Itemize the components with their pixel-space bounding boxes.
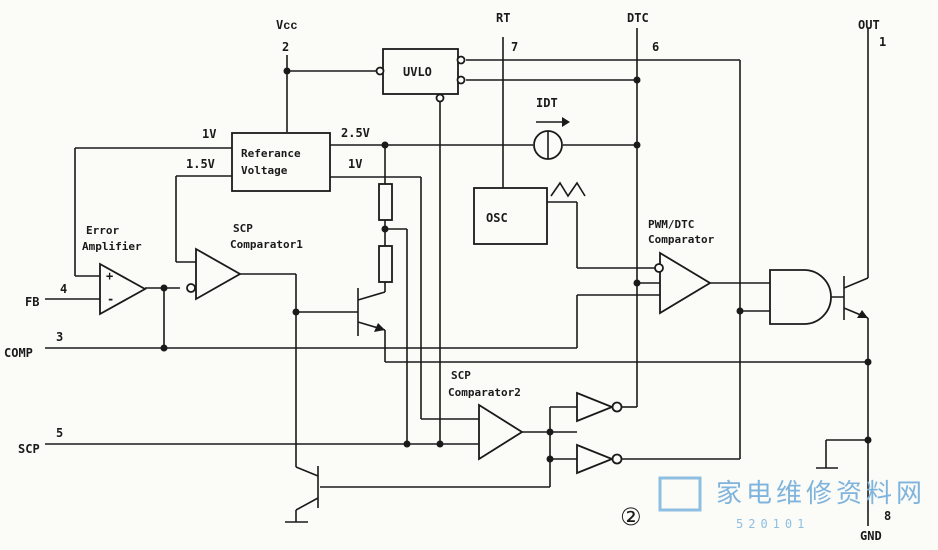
scp-comparator1-label-line2: Comparator1 [230, 238, 303, 251]
pin-scp-number: 5 [56, 426, 63, 440]
uvlo-output-bubble [456, 75, 466, 85]
uvlo-output-bubble [435, 93, 445, 103]
pin-dtc-name: DTC [627, 11, 649, 25]
opamp-minus-sign: - [107, 292, 114, 306]
pin-rt-name: RT [496, 11, 510, 25]
error-amp-label-line1: Error [86, 224, 119, 237]
scp-comparator2-label-line2: Comparator2 [448, 386, 521, 399]
osc-label: OSC [486, 211, 508, 225]
pin-vcc-name: Vᴄᴄ [276, 18, 298, 32]
opamp-plus-sign: + [106, 269, 113, 283]
pin-rt-number: 7 [511, 40, 518, 54]
figure-number: ② [620, 503, 642, 531]
reference-label-line1: Referance [241, 147, 301, 160]
pwm-comparator-label-line2: Comparator [648, 233, 715, 246]
voltage-1-5v: 1.5V [186, 157, 215, 171]
error-amplifier [99, 262, 147, 316]
resistor-upper [378, 183, 393, 221]
idt-label: IDT [536, 96, 558, 110]
scp-comparator1 [195, 247, 242, 301]
and-gate [769, 269, 832, 325]
resistor-lower [378, 245, 393, 283]
watermark: 家电维修资料网 520101 [658, 476, 926, 531]
pin-comp-number: 3 [56, 330, 63, 344]
watermark-logo-icon [658, 476, 702, 512]
pwm-invert-bubble [654, 263, 664, 273]
pin-fb-name: FB [25, 295, 39, 309]
triangle-wave-icon [550, 181, 586, 198]
wires [45, 28, 869, 526]
scp-comparator1-label-line1: SCP [233, 222, 253, 235]
reference-voltage-block [231, 132, 331, 192]
scp-comparator1-invert-bubble [186, 283, 196, 293]
pin-vcc-number: 2 [282, 40, 289, 54]
pin-scp-name: SCP [18, 442, 40, 456]
scp-comparator2 [478, 403, 524, 461]
pin-out-name: OUT [858, 18, 880, 32]
inverter-2 [576, 443, 615, 475]
inverter-1 [576, 391, 615, 423]
uvlo-output-bubble [456, 55, 466, 65]
pin-gnd-name: GND [860, 529, 882, 543]
scp-comparator2-label-line1: SCP [451, 369, 471, 382]
oscillator-block [473, 187, 548, 245]
watermark-text: 家电维修资料网 [716, 479, 926, 509]
voltage-1v-left: 1V [202, 127, 216, 141]
reference-label-line2: Voltage [241, 164, 288, 177]
pin-comp-name: COMP [4, 346, 33, 360]
uvlo-label: UVLO [403, 65, 432, 79]
pin-gnd-number: 8 [884, 509, 891, 523]
voltage-1v-right: 1V [348, 157, 362, 171]
pin-fb-number: 4 [60, 282, 67, 296]
error-amp-label-line2: Amplifier [82, 240, 142, 253]
pin-dtc-number: 6 [652, 40, 659, 54]
watermark-url: 520101 [736, 517, 809, 531]
uvlo-input-bubble [375, 66, 385, 76]
pwm-comparator-label-line1: PWM/DTC [648, 218, 694, 231]
pin-out-number: 1 [879, 35, 886, 49]
pwm-dtc-comparator [659, 251, 712, 315]
junction-dots [160, 67, 872, 463]
voltage-2-5v: 2.5V [341, 126, 370, 140]
